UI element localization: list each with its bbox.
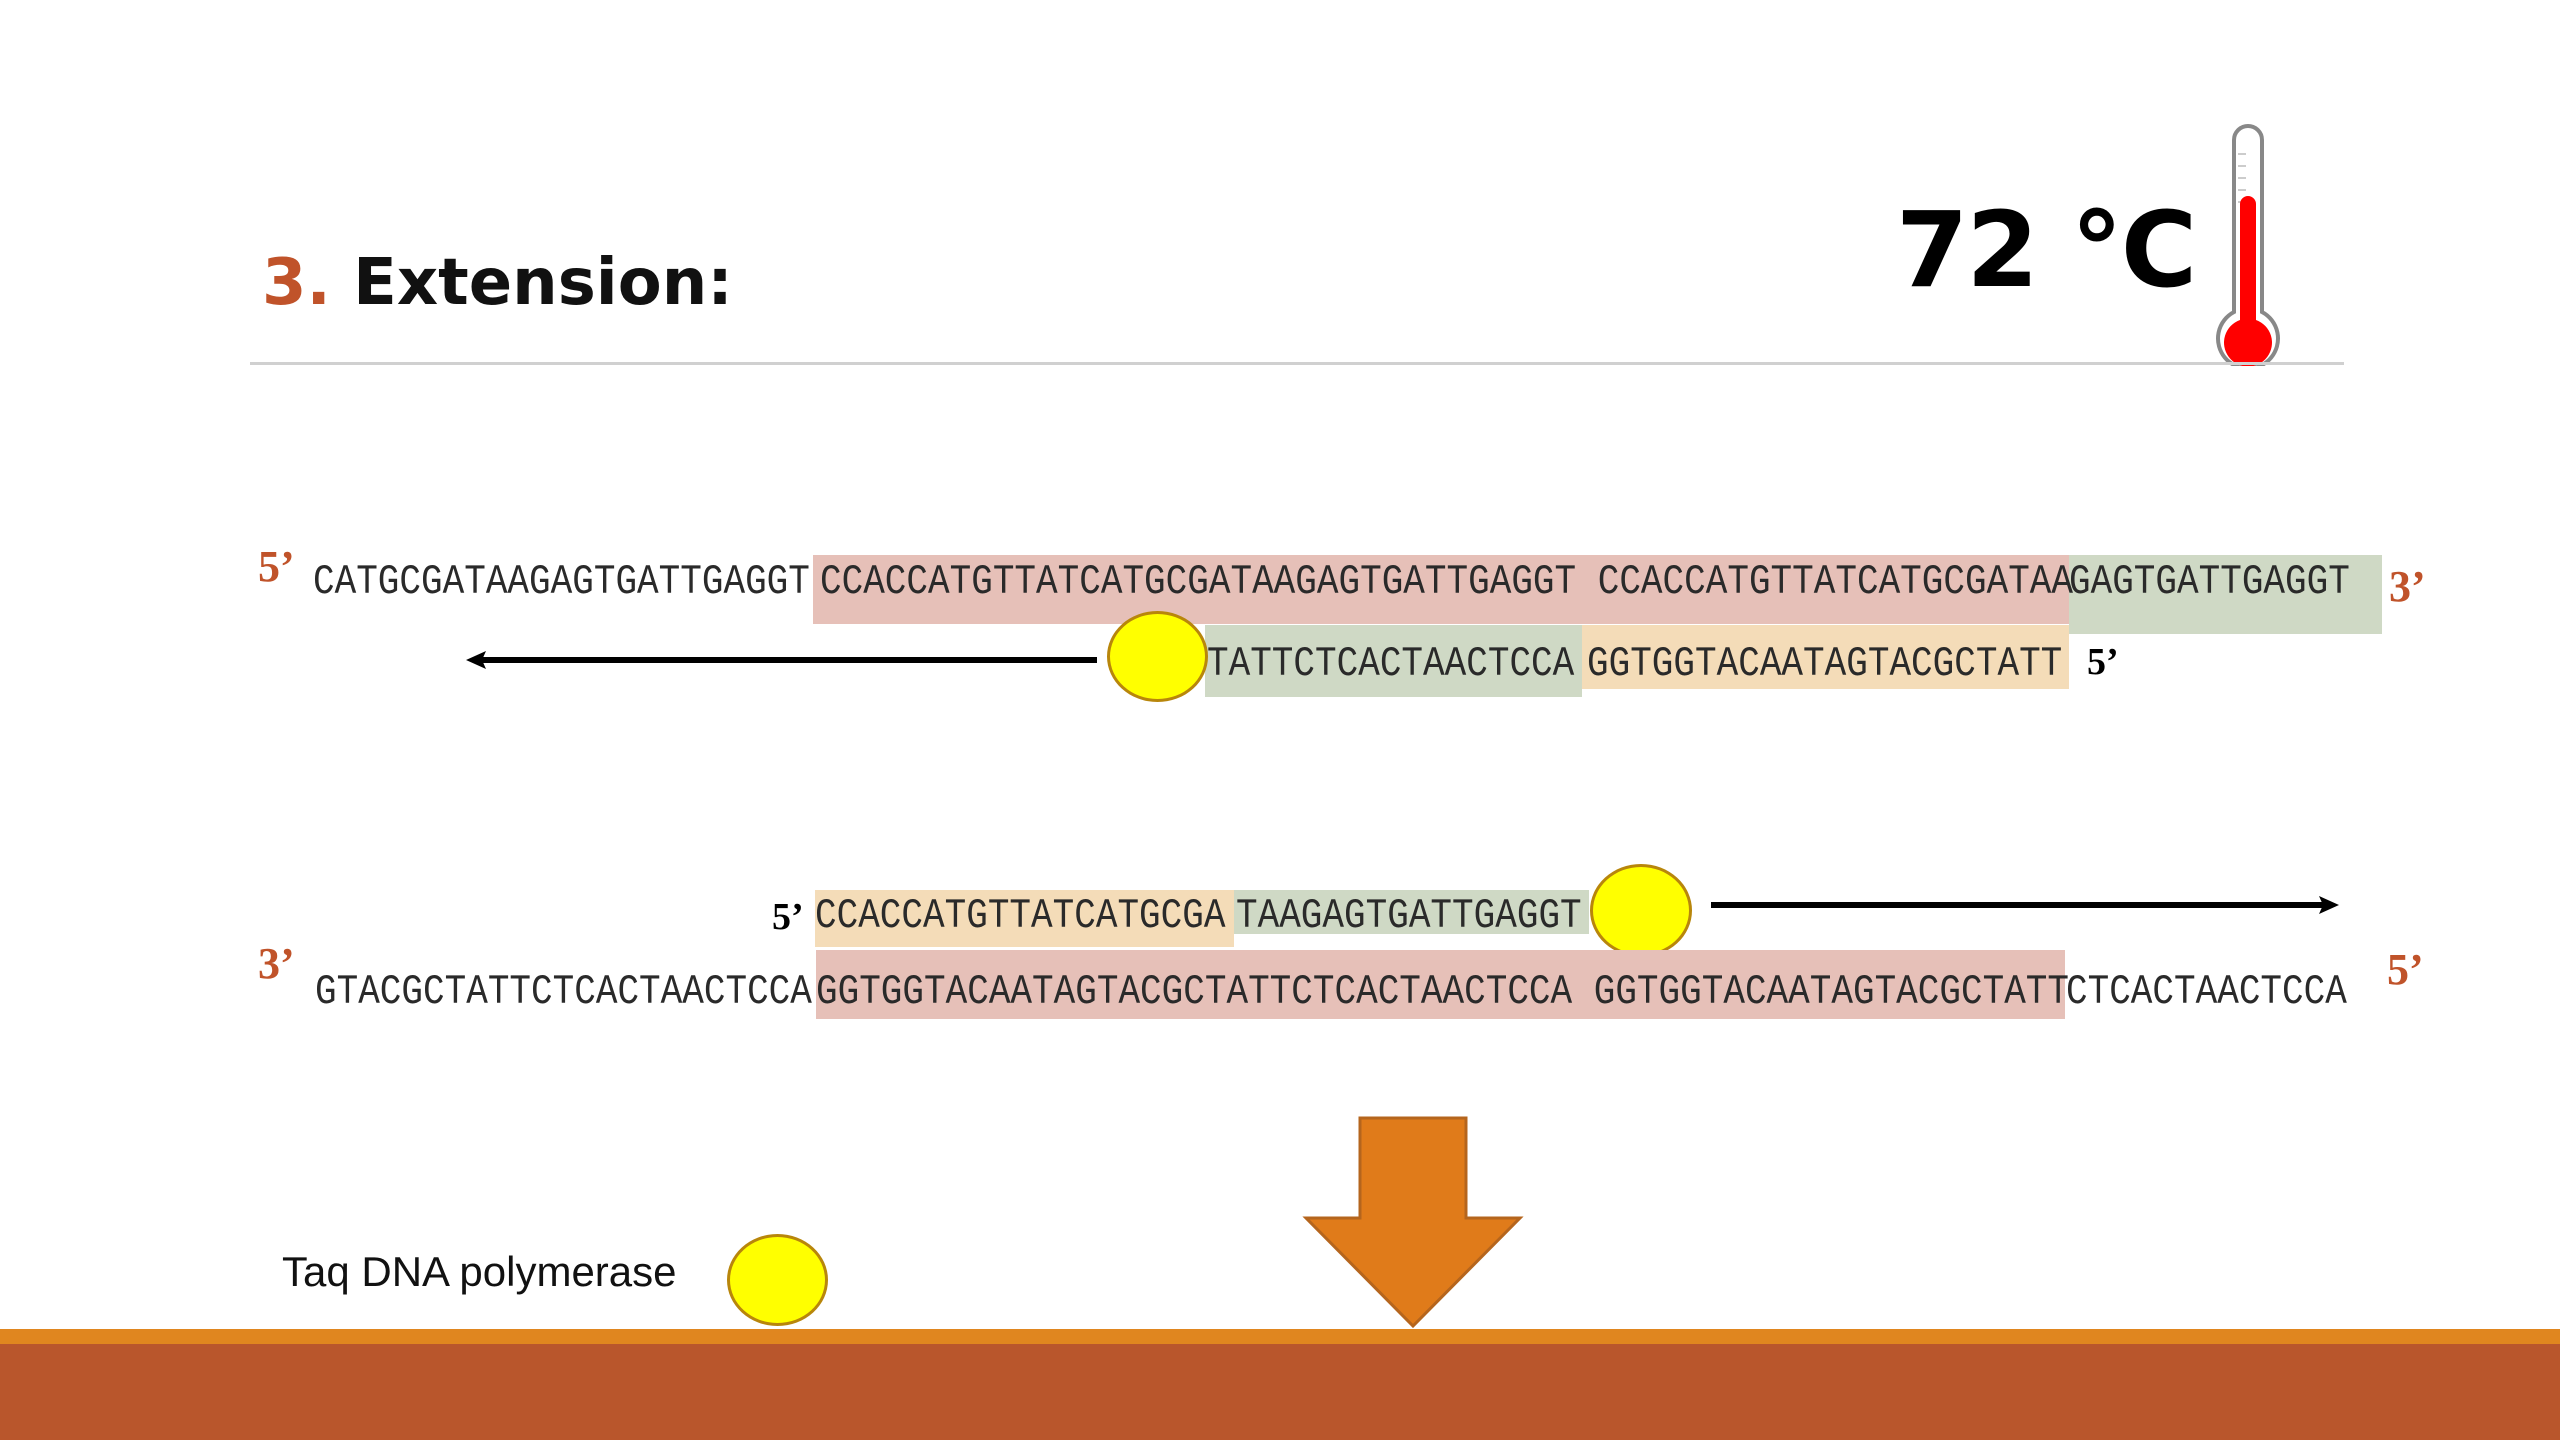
top-template-5prime: 5’	[258, 542, 295, 591]
top-primer-5prime: 5’	[2087, 641, 2119, 683]
slide-title: 3. Extension:	[262, 246, 733, 320]
legend-label: Taq DNA polymerase	[282, 1248, 677, 1295]
footer-accent-strip	[0, 1329, 2560, 1345]
step-title: Extension:	[353, 246, 733, 320]
top-template-plain: CATGCGATAAGAGTGATTGAGGT	[313, 558, 810, 606]
taq-polymerase-top	[1107, 611, 1208, 702]
footer-band	[0, 1344, 2560, 1440]
extension-arrow-left	[466, 651, 1097, 669]
bottom-primer-green-seq: TAAGAGTGATTGAGGT	[1236, 892, 1582, 940]
legend-polymerase-icon	[727, 1234, 828, 1326]
top-primer-tan-seq: GGTGGTACAATAGTACGCTATT	[1587, 640, 2063, 688]
temperature-label: 72 °C	[1896, 189, 2197, 311]
bottom-template-pink-seq: GGTGGTACAATAGTACGCTATTCTCACTAACTCCA GGTG…	[816, 968, 2070, 1016]
top-template-pink-region	[813, 555, 2069, 624]
step-number: 3.	[262, 246, 331, 320]
top-primer-tan-region	[1582, 625, 2069, 689]
bottom-primer-tan-region	[815, 890, 1234, 947]
top-template-3prime: 3’	[2389, 562, 2426, 611]
bottom-primer-5prime: 5’	[772, 896, 804, 938]
top-primer-green-seq: TATTCTCACTAACTCCA	[1207, 640, 1575, 688]
top-template-pink-seq: CCACCATGTTATCATGCGATAAGAGTGATTGAGGT CCAC…	[820, 558, 2074, 606]
extension-arrow-right	[1711, 896, 2339, 914]
top-template-green-seq: GAGTGATTGAGGT	[2069, 558, 2350, 606]
bottom-template-3prime: 3’	[258, 939, 295, 988]
bottom-primer-green-region	[1234, 890, 1589, 934]
top-primer-green-region	[1205, 625, 1582, 697]
bottom-template-plain-left: GTACGCTATTCTCACTAACTCCA	[315, 968, 812, 1016]
top-template-green-region	[2069, 555, 2382, 634]
title-divider	[250, 362, 2344, 365]
taq-polymerase-bottom	[1590, 864, 1692, 957]
down-arrow-icon	[1302, 1116, 1524, 1329]
bottom-template-plain-right: CTCACTAACTCCA	[2066, 968, 2347, 1016]
bottom-template-pink-region	[816, 950, 2065, 1019]
thermometer-icon	[2216, 124, 2280, 366]
bottom-template-5prime: 5’	[2387, 945, 2424, 994]
bottom-primer-tan-seq: CCACCATGTTATCATGCGA	[815, 892, 1226, 940]
